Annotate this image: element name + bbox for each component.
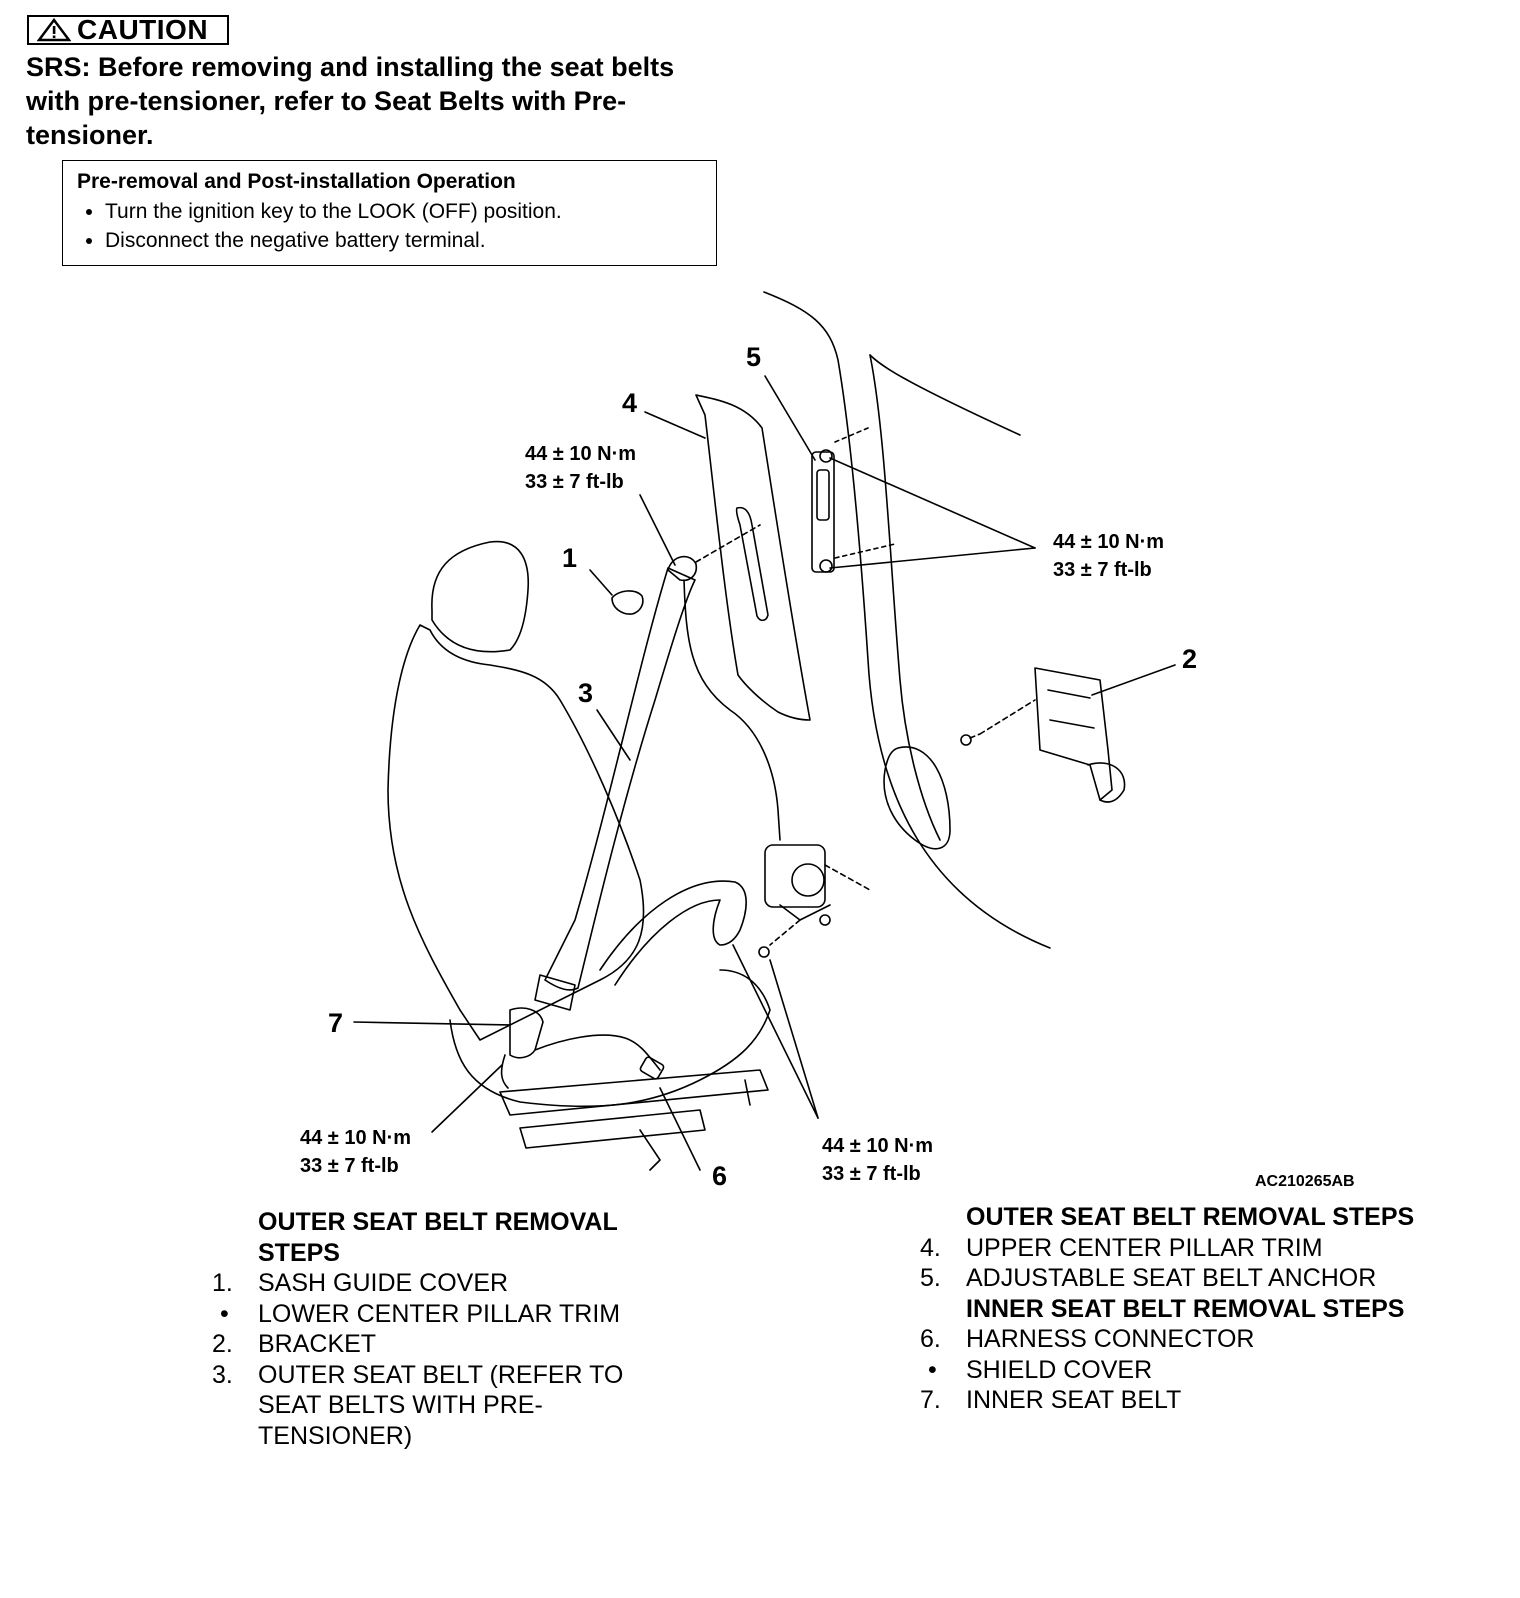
steps-heading: OUTER SEAT BELT REMOVAL STEPS <box>258 1208 618 1267</box>
list-item: 4. UPPER CENTER PILLAR TRIM <box>920 1233 1323 1262</box>
list-item: 2. BRACKET <box>212 1330 377 1358</box>
steps-heading: INNER SEAT BELT REMOVAL STEPS <box>966 1294 1405 1323</box>
torque-metric: 44 ± 10 N·m <box>1053 531 1164 553</box>
harness <box>534 1034 661 1071</box>
retractor-bolt <box>819 914 831 926</box>
pre-operation-heading: Pre-removal and Post-installation Operat… <box>77 170 516 193</box>
retractor-bolt <box>758 946 770 958</box>
inner-buckle <box>509 1007 544 1059</box>
pre-operation-box: Pre-removal and Post-installation Operat… <box>62 160 717 266</box>
list-item: Disconnect the negative battery terminal… <box>105 226 702 255</box>
seat-back <box>387 624 645 1041</box>
seat-rail <box>519 1109 706 1149</box>
bracket <box>1034 667 1113 801</box>
torque-imperial: 33 ± 7 ft-lb <box>525 471 624 493</box>
lap-anchor <box>534 974 576 1011</box>
torque-metric: 44 ± 10 N·m <box>525 443 636 465</box>
retractor <box>764 844 826 908</box>
seat-headrest <box>431 540 530 653</box>
callout-7: 7 <box>328 1008 343 1038</box>
harness-connector <box>639 1056 665 1080</box>
list-item: • LOWER CENTER PILLAR TRIM <box>220 1299 621 1328</box>
belt-webbing <box>683 579 781 841</box>
bracket-bolt <box>960 734 972 746</box>
callout-3: 3 <box>578 678 593 708</box>
bracket-tab <box>1087 762 1126 803</box>
pre-operation-list: Turn the ignition key to the LOOK (OFF) … <box>77 197 702 255</box>
callout-1: 1 <box>562 543 577 573</box>
callout-4: 4 <box>622 388 637 418</box>
list-item: 3. OUTER SEAT BELT (REFER TO SEAT BELTS … <box>212 1360 624 1450</box>
torque-metric: 44 ± 10 N·m <box>822 1135 933 1157</box>
anchor-bolt <box>819 559 833 573</box>
seat-belt-diagram: 4 5 1 2 3 7 6 44 ± 10 N·m 33 ± 7 ft-lb 4… <box>300 291 1355 1191</box>
body-outline <box>869 354 941 841</box>
lap-belt <box>599 880 747 986</box>
steps-heading: OUTER SEAT BELT REMOVAL STEPS <box>966 1203 1415 1231</box>
list-item: 5. ADJUSTABLE SEAT BELT ANCHOR <box>920 1264 1377 1292</box>
sash-guide-cover <box>611 590 644 615</box>
figure-code: AC210265AB <box>1255 1173 1355 1190</box>
pillar-trim-slot <box>735 506 769 622</box>
list-item: • SHIELD COVER <box>928 1355 1153 1384</box>
sash-guide <box>667 555 698 582</box>
buckle-stalk <box>500 1054 509 1089</box>
removal-steps-left: OUTER SEAT BELT REMOVAL STEPS 1. SASH GU… <box>212 1207 682 1451</box>
removal-steps-right: OUTER SEAT BELT REMOVAL STEPS 4. UPPER C… <box>920 1202 1440 1416</box>
warning-triangle-icon <box>37 18 71 42</box>
torque-imperial: 33 ± 7 ft-lb <box>300 1155 399 1177</box>
torque-imperial: 33 ± 7 ft-lb <box>822 1163 921 1185</box>
seat-cushion <box>449 969 771 1108</box>
list-item: 1. SASH GUIDE COVER <box>212 1269 509 1297</box>
body-outline <box>869 354 1021 436</box>
list-item: Turn the ignition key to the LOOK (OFF) … <box>105 197 702 226</box>
torque-metric: 44 ± 10 N·m <box>300 1127 411 1149</box>
anchor-slider <box>816 469 830 521</box>
torque-imperial: 33 ± 7 ft-lb <box>1053 559 1152 581</box>
body-outline <box>763 291 1051 949</box>
callout-5: 5 <box>746 342 761 372</box>
seat-rail <box>499 1069 769 1116</box>
anchor-bolt <box>819 449 833 463</box>
pillar-trim <box>695 394 811 721</box>
shoulder-belt <box>544 567 696 991</box>
caution-label: CAUTION <box>27 14 229 45</box>
list-item: 6. HARNESS CONNECTOR <box>920 1325 1255 1353</box>
callout-6: 6 <box>712 1161 727 1191</box>
srs-warning-message: SRS: Before removing and installing the … <box>26 52 675 150</box>
list-item: 7. INNER SEAT BELT <box>920 1386 1182 1414</box>
caution-text: CAUTION <box>77 14 209 45</box>
body-cutout <box>883 746 951 850</box>
callout-2: 2 <box>1182 644 1197 674</box>
